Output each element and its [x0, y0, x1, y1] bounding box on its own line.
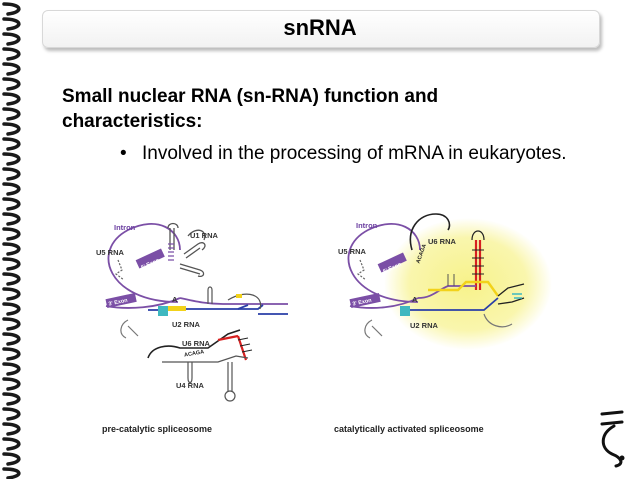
pre-catalytic-panel: Intron U5 RNA 5' Exon 3' Exon U1 RNA A U…	[96, 222, 288, 434]
catalytic-core-highlight	[384, 218, 552, 350]
left-caption: pre-catalytic spliceosome	[102, 424, 212, 434]
bullet-text: Involved in the processing of mRNA in eu…	[142, 143, 567, 164]
right-branch-a-label: A	[412, 295, 418, 304]
left-u2-label: U2 RNA	[172, 320, 201, 329]
left-u5-label: U5 RNA	[96, 248, 125, 257]
left-u6-label: U6 RNA	[182, 339, 211, 348]
left-exon5-box	[135, 248, 165, 269]
bullet-dot: •	[120, 143, 127, 164]
left-acaga-label: ACAGA	[184, 349, 205, 358]
activated-panel: Intron U5 RNA 5' Exon 3' Exon ACAGA U6 R…	[334, 213, 552, 434]
right-u2-label: U2 RNA	[410, 321, 439, 330]
title-bar	[42, 10, 600, 48]
right-exon5-box	[377, 252, 407, 273]
right-exon3-box	[349, 292, 381, 309]
left-u1-label: U1 RNA	[190, 231, 219, 240]
left-exon3-box	[105, 292, 137, 309]
left-branch-a-label: A	[172, 295, 178, 304]
right-intron-label: Intron	[356, 221, 378, 230]
spiral-binding	[2, 2, 21, 479]
right-u6-label: U6 RNA	[428, 237, 457, 246]
right-caption: catalytically activated spliceosome	[334, 424, 484, 434]
slide-title: snRNA	[283, 15, 357, 40]
slide-heading: Small nuclear RNA (sn-RNA) function and …	[62, 86, 439, 132]
bullet-item: • Involved in the processing of mRNA in …	[120, 141, 590, 166]
spliceosome-figure: Intron U5 RNA 5' Exon 3' Exon U1 RNA A U…	[96, 213, 552, 434]
right-exon3-label: 3' Exon	[352, 298, 373, 308]
left-exon3-label: 3' Exon	[108, 298, 129, 308]
right-u5-label: U5 RNA	[338, 247, 367, 256]
institution-logo	[600, 410, 625, 468]
left-intron-label: Intron	[114, 223, 136, 232]
left-u4-label: U4 RNA	[176, 381, 205, 390]
